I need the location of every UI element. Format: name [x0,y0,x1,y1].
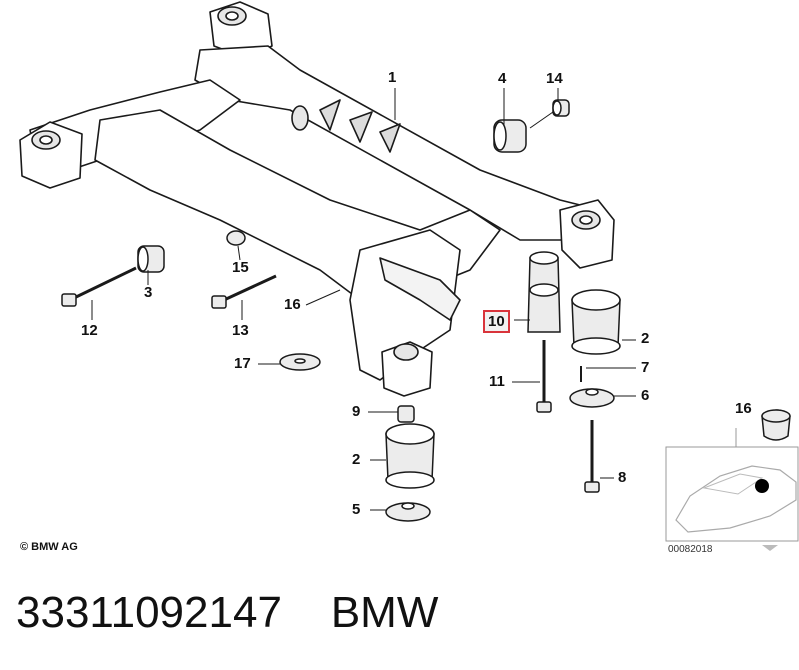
callout-4: 4 [498,70,507,87]
inset-diagram-code: 00082018 [668,544,713,555]
callout-10-highlighted: 10 [483,310,510,333]
nut-part-9 [397,405,415,423]
callout-6: 6 [641,387,650,404]
callout-7: 7 [641,359,650,376]
bolt-part-12 [61,266,137,307]
nut-part-14 [552,99,570,117]
bolt-part-11 [536,340,552,413]
washer-part-5 [385,502,431,522]
callout-15: 15 [232,259,249,276]
callout-5: 5 [352,501,361,518]
copyright-notice: © BMW AG [20,541,78,553]
washer-part-6 [569,388,615,408]
leader-lines [91,88,636,511]
rubber-mount-part-2-right [571,289,621,355]
callout-11: 11 [489,373,505,390]
subframe-mount-left [19,121,83,189]
callout-2-right: 2 [641,330,650,347]
bolt-part-13 [211,274,277,309]
callout-17: 17 [234,355,251,372]
brand-name: BMW [330,588,439,637]
callout-3: 3 [144,284,153,301]
bushing-part-15 [226,230,246,246]
subframe-mount-top [209,1,273,59]
bushing-part-4 [493,119,527,153]
subframe-bracket [379,257,461,321]
callout-12: 12 [81,322,98,339]
rubber-mount-part-2-left [385,423,435,489]
part-caption: 33311092147 BMW [16,588,438,638]
bump-stop-part-10 [527,251,561,333]
callout-14: 14 [546,70,563,87]
bolt-part-8 [584,420,600,493]
washer-part-17 [279,353,321,371]
callout-1: 1 [388,69,397,86]
subframe-mount-front [381,341,433,397]
part-number: 33311092147 [16,588,282,637]
callout-9: 9 [352,403,361,420]
bushing-part-3 [137,245,165,273]
plug-part-16-inset [761,409,791,441]
callout-8: 8 [618,469,627,486]
callout-16-diagram: 16 [284,296,301,313]
callout-16-inset: 16 [735,400,752,417]
callout-2-left: 2 [352,451,361,468]
callout-13: 13 [232,322,249,339]
subframe-mount-right [559,199,615,269]
car-locator-inset [665,428,799,551]
rear-axle-subframe-diagram [19,1,799,551]
